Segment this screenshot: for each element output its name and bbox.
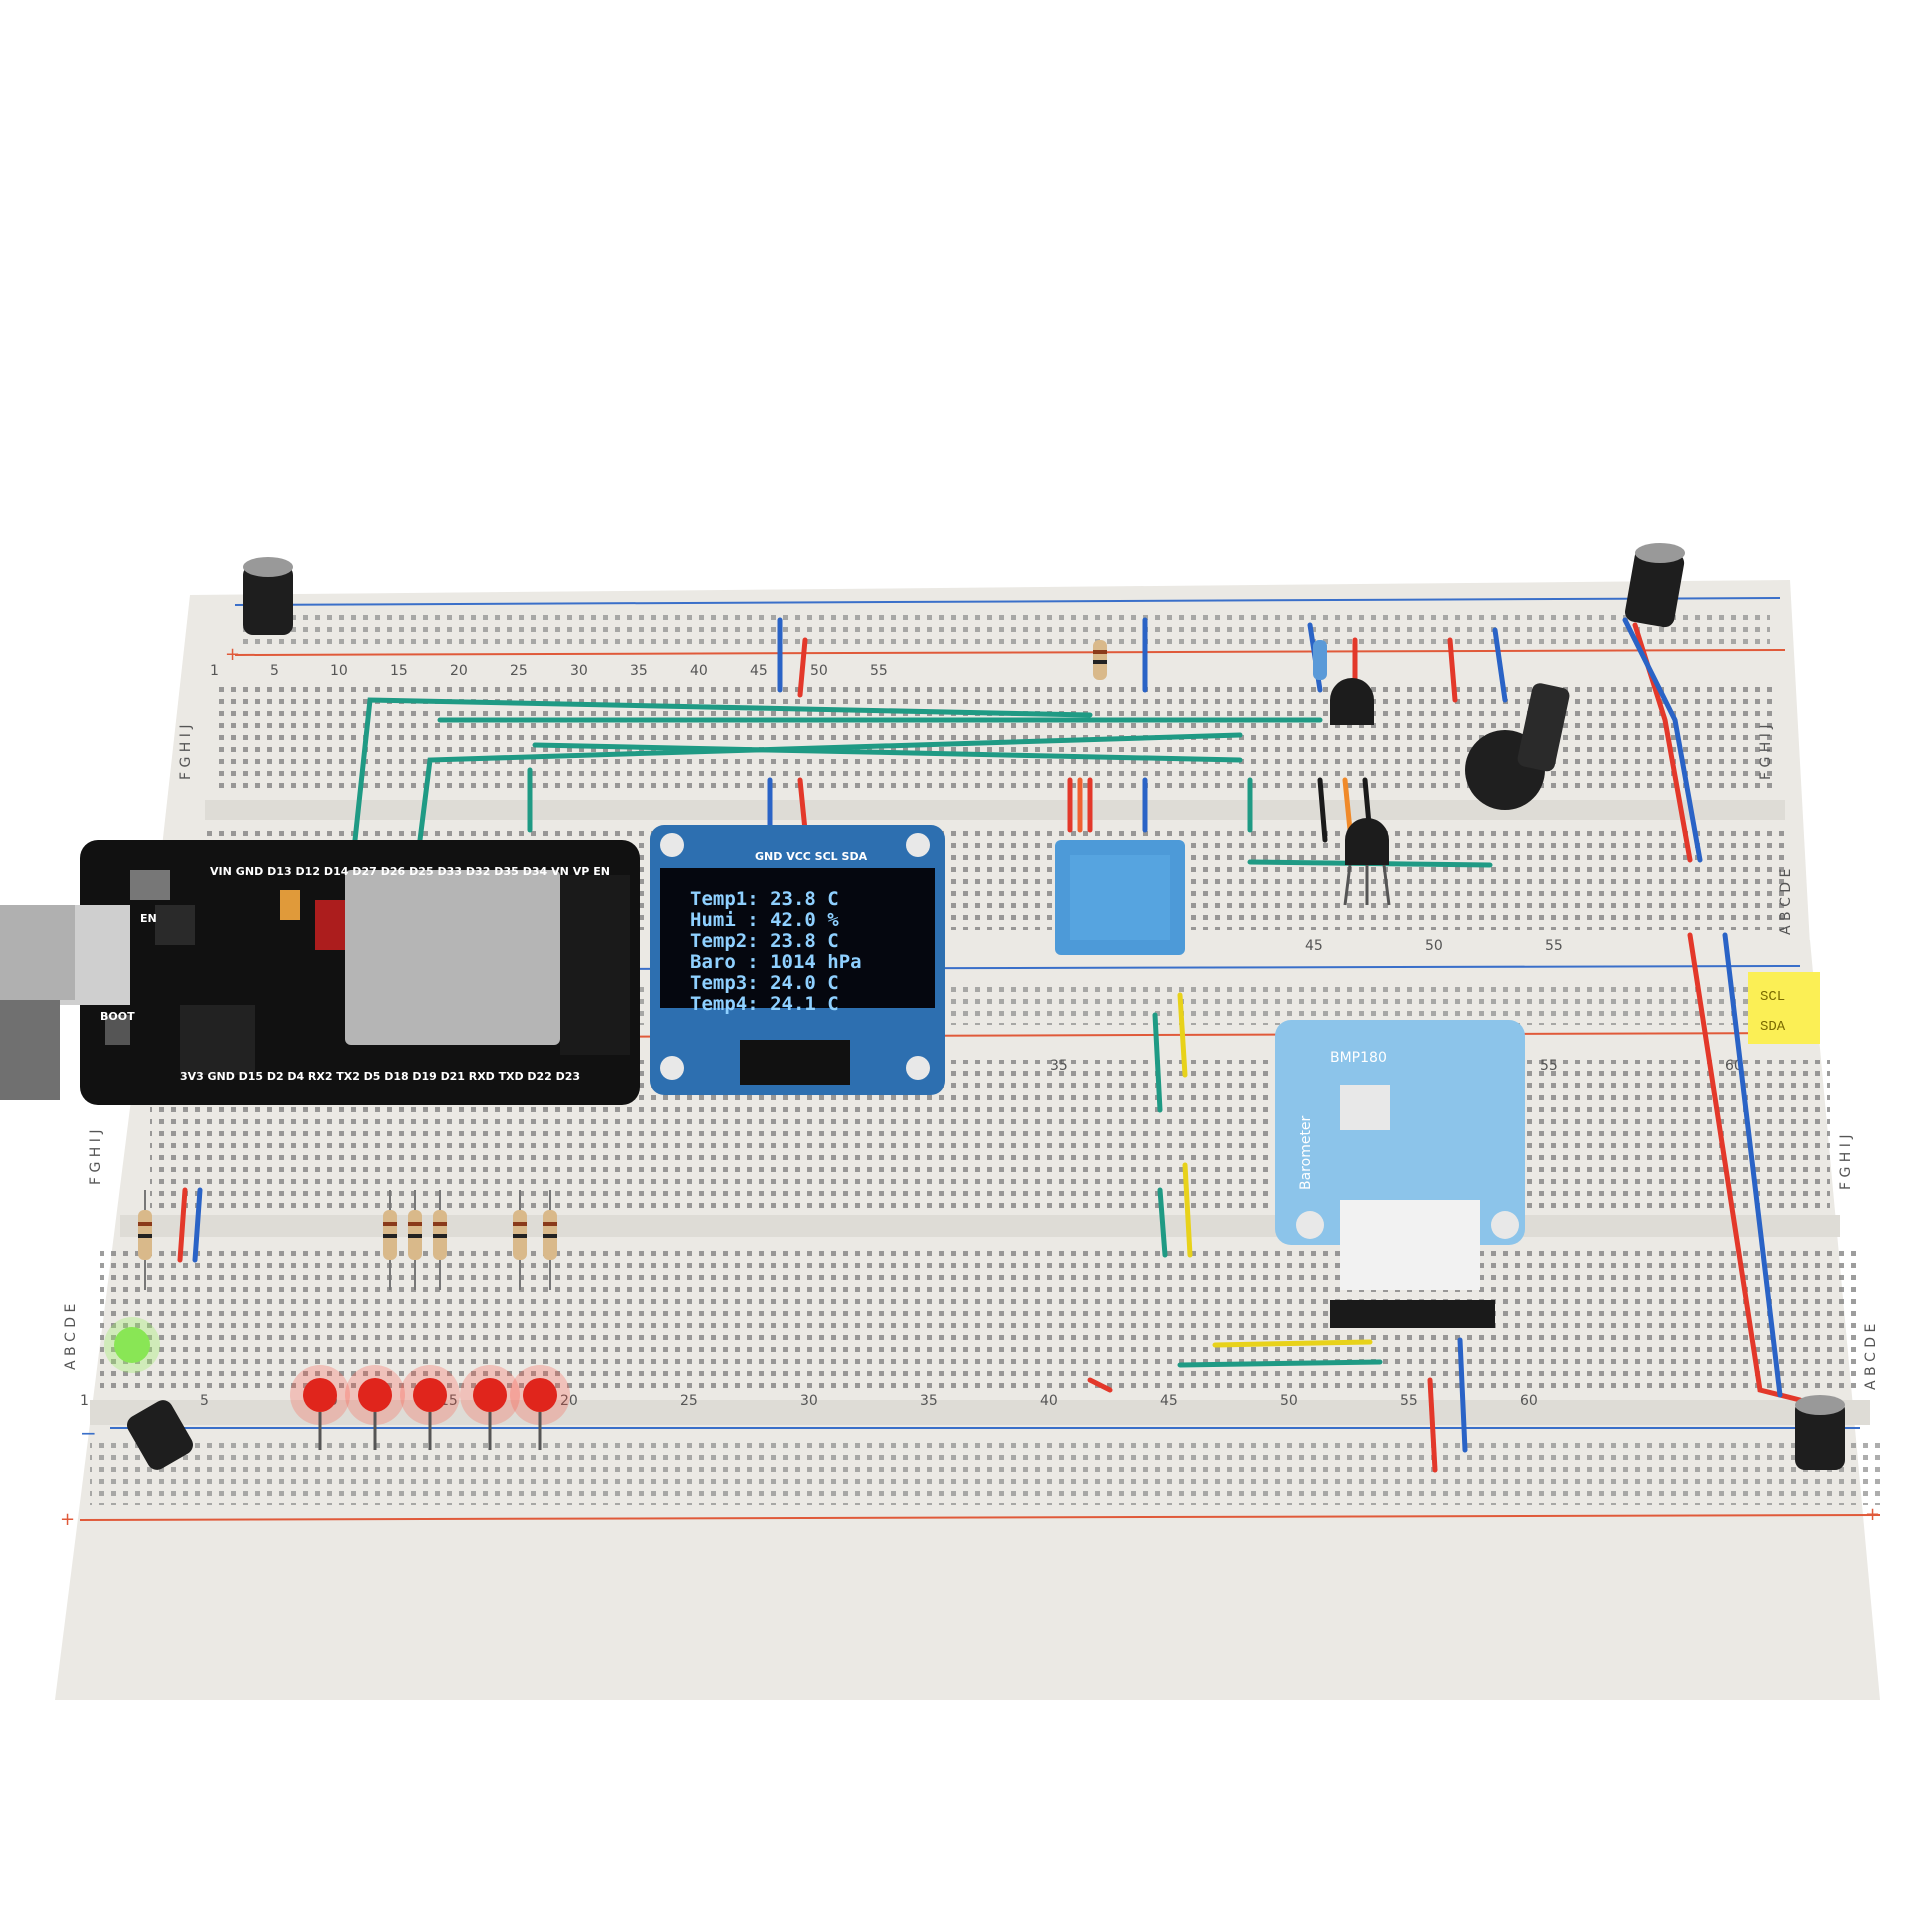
oled-line: Baro : 1014 hPa bbox=[690, 951, 862, 973]
column-number: 55 bbox=[1400, 1393, 1418, 1409]
oled-header-pins: GND VCC SCL SDA bbox=[755, 850, 868, 863]
column-number: 1 bbox=[210, 663, 219, 679]
resistor bbox=[543, 1190, 557, 1290]
oled-line: Temp1: 23.8 C bbox=[690, 888, 839, 910]
dht-sensor bbox=[1055, 840, 1185, 955]
column-number: 40 bbox=[1040, 1393, 1058, 1409]
top-row-letters-right: F G H I J bbox=[1758, 725, 1774, 781]
resistor bbox=[383, 1190, 397, 1290]
resistor-top-2 bbox=[1313, 640, 1327, 680]
resistor-top-1 bbox=[1093, 640, 1107, 680]
column-number: 20 bbox=[560, 1393, 578, 1409]
capacitor-bottom-right bbox=[1795, 1395, 1845, 1470]
scl-sda-note: SCL SDA bbox=[1748, 972, 1820, 1044]
note-sda: SDA bbox=[1760, 1019, 1786, 1035]
transistor-top bbox=[1330, 678, 1374, 725]
esp32-top-pin-labels: VIN GND D13 D12 D14 D27 D26 D25 D33 D32 … bbox=[210, 865, 610, 878]
bottom-row-letters-right-lower: A B C D E bbox=[1863, 1324, 1879, 1390]
column-number: 55 bbox=[870, 663, 888, 679]
rail-plus-bottom-right: + bbox=[1865, 1504, 1880, 1525]
column-number: 45 bbox=[1160, 1393, 1178, 1409]
bottom-row-letters-left-lower: A B C D E bbox=[63, 1304, 79, 1370]
column-number: 50 bbox=[810, 663, 828, 679]
resistor bbox=[138, 1190, 152, 1290]
column-number: 15 bbox=[390, 663, 408, 679]
oled-line: Humi : 42.0 % bbox=[690, 909, 839, 931]
column-number: 5 bbox=[200, 1393, 209, 1409]
potentiometer bbox=[1465, 683, 1570, 810]
esp32-bottom-pin-labels: 3V3 GND D15 D2 D4 RX2 TX2 D5 D18 D19 D21… bbox=[180, 1070, 580, 1083]
column-number: 25 bbox=[510, 663, 528, 679]
column-number: 40 bbox=[690, 663, 708, 679]
bottom-row-letters-right: F G H I J bbox=[1838, 1135, 1854, 1191]
column-number: 35 bbox=[920, 1393, 938, 1409]
usb-cable bbox=[0, 905, 75, 1100]
yellow-jumper-wires bbox=[1177, 992, 1373, 1348]
bottom-resistors bbox=[138, 1190, 557, 1290]
column-number: 50 bbox=[1425, 938, 1443, 954]
rail-minus-bottom-left: − bbox=[80, 1421, 97, 1445]
column-number: 55 bbox=[1545, 938, 1563, 954]
column-number: 45 bbox=[750, 663, 768, 679]
bottom-row-letters-left: F G H I J bbox=[88, 1130, 104, 1186]
column-number: 1 bbox=[80, 1393, 89, 1409]
capacitor-top-right bbox=[1625, 543, 1685, 628]
transistor-bottom bbox=[1343, 818, 1391, 906]
green-led bbox=[104, 1317, 160, 1373]
top-row-letters-right-lower: A B C D E bbox=[1778, 869, 1794, 935]
column-number: 50 bbox=[1280, 1393, 1298, 1409]
oled-line: Temp3: 24.0 C bbox=[690, 972, 839, 994]
bmp180-side-label: Barometer bbox=[1298, 1115, 1314, 1190]
resistor bbox=[513, 1190, 527, 1290]
resistor bbox=[433, 1190, 447, 1290]
top-row-letters-left: F G H I J bbox=[178, 725, 194, 781]
red-leds bbox=[290, 1365, 570, 1450]
bmp180-title: BMP180 bbox=[1330, 1050, 1387, 1066]
capacitor-top-left bbox=[243, 557, 293, 635]
red-led bbox=[290, 1365, 350, 1450]
column-number: 35 bbox=[630, 663, 648, 679]
column-number: 10 bbox=[330, 663, 348, 679]
column-number: 30 bbox=[800, 1393, 818, 1409]
column-number: 45 bbox=[1305, 938, 1323, 954]
esp32-boot-label: BOOT bbox=[100, 1010, 135, 1023]
red-led bbox=[510, 1365, 570, 1450]
red-led bbox=[345, 1365, 405, 1450]
column-number: 25 bbox=[680, 1393, 698, 1409]
bmp180-module: BMP180 Barometer bbox=[1275, 1020, 1525, 1328]
column-number: 60 bbox=[1520, 1393, 1538, 1409]
column-number: 20 bbox=[450, 663, 468, 679]
rail-plus-bottom-left: + bbox=[60, 1509, 75, 1530]
green-jumper-wires bbox=[352, 697, 1493, 1368]
resistor bbox=[408, 1190, 422, 1290]
column-number: 55 bbox=[1540, 1058, 1558, 1074]
red-led bbox=[400, 1365, 460, 1450]
note-scl: SCL bbox=[1760, 989, 1785, 1005]
oled-line: Temp4: 24.1 C bbox=[690, 993, 839, 1015]
esp32-board: VIN GND D13 D12 D14 D27 D26 D25 D33 D32 … bbox=[60, 840, 640, 1105]
oled-line: Temp2: 23.8 C bbox=[690, 930, 839, 952]
capacitor-bottom-left bbox=[127, 1400, 193, 1470]
red-led bbox=[460, 1365, 520, 1450]
rail-plus-top-left: + bbox=[225, 644, 240, 665]
column-number: 5 bbox=[270, 663, 279, 679]
esp32-en-label: EN bbox=[140, 912, 157, 925]
column-number: 30 bbox=[570, 663, 588, 679]
column-number: 35 bbox=[1050, 1058, 1068, 1074]
